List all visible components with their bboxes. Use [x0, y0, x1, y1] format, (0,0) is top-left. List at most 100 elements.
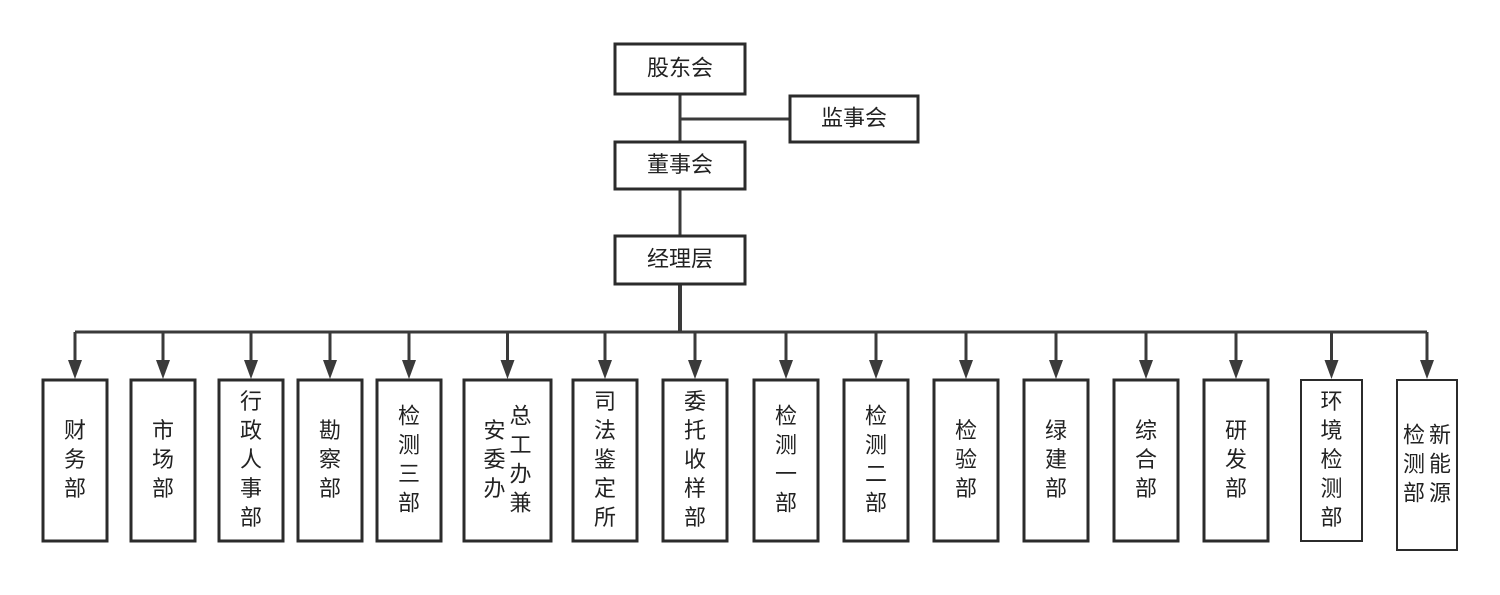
dept-label-char: 部 — [1135, 477, 1157, 502]
dept-label-green-building: 绿建部 — [1045, 419, 1067, 502]
dept-label-char: 合 — [1135, 448, 1157, 473]
dept-label-inspection: 检验部 — [955, 419, 977, 502]
dept-label-char: 检 — [398, 405, 420, 430]
dept-label-char: 收 — [684, 448, 706, 473]
dept-box-env-testing — [1300, 379, 1363, 542]
dept-label-char: 场 — [152, 448, 174, 473]
dept-label-entrusted-sampling: 委托收样部 — [684, 390, 706, 531]
dept-label-char: 办 — [483, 477, 505, 502]
dept-label-char: 验 — [955, 448, 977, 473]
dept-box-market — [129, 378, 197, 543]
dept-label-char: 一 — [775, 463, 797, 488]
dept-label-char: 部 — [775, 492, 797, 517]
node-label-supervisors: 监事会 — [821, 107, 887, 132]
dept-label-survey: 勘察部 — [319, 419, 341, 502]
dept-label-char: 绿 — [1045, 419, 1067, 444]
dept-box-general — [1112, 378, 1180, 543]
dept-box-rnd — [1202, 378, 1270, 543]
dept-box-survey — [296, 378, 364, 543]
dept-label-char: 环 — [1320, 390, 1342, 415]
arrowhead-testing-2 — [869, 360, 883, 379]
dept-label-char: 建 — [1045, 448, 1067, 473]
dept-label-char: 鉴 — [594, 448, 616, 473]
dept-label-char: 政 — [240, 419, 262, 444]
dept-label-chief-eng-office: 安委办总工办兼 — [483, 405, 531, 517]
dept-label-char: 检 — [775, 405, 797, 430]
arrowhead-rnd — [1229, 360, 1243, 379]
connector-layer — [68, 94, 1434, 379]
dept-label-char: 检 — [865, 405, 887, 430]
dept-label-testing-2: 检测二部 — [865, 405, 887, 517]
dept-label-testing-3: 检测三部 — [398, 405, 420, 517]
dept-label-char: 部 — [1403, 482, 1425, 507]
arrowhead-market — [156, 360, 170, 379]
arrowhead-new-energy-testing — [1420, 360, 1434, 379]
dept-label-char: 所 — [594, 506, 616, 531]
dept-label-char: 部 — [64, 477, 86, 502]
arrowhead-general — [1139, 360, 1153, 379]
arrowhead-entrusted-sampling — [688, 360, 702, 379]
dept-label-char: 部 — [1320, 506, 1342, 531]
dept-label-char: 样 — [684, 477, 706, 502]
arrowhead-inspection — [959, 360, 973, 379]
node-box-supervisors — [788, 94, 920, 144]
dept-box-finance — [41, 378, 109, 543]
node-box-board — [613, 140, 747, 191]
dept-label-char: 境 — [1320, 419, 1342, 444]
dept-label-char: 部 — [1045, 477, 1067, 502]
node-label-management: 经理层 — [647, 248, 713, 273]
dept-label-general: 综合部 — [1135, 419, 1157, 502]
dept-label-testing-1: 检测一部 — [775, 405, 797, 517]
dept-label-char: 测 — [398, 434, 420, 459]
dept-label-char: 财 — [64, 419, 86, 444]
dept-box-entrusted-sampling — [661, 378, 729, 543]
dept-label-rnd: 研发部 — [1225, 419, 1247, 502]
dept-box-admin-hr — [217, 378, 285, 543]
dept-label-char: 部 — [1225, 477, 1247, 502]
dept-label-char: 研 — [1225, 419, 1247, 444]
dept-label-char: 检 — [1320, 448, 1342, 473]
dept-label-char: 测 — [1403, 453, 1425, 478]
dept-label-char: 测 — [865, 434, 887, 459]
dept-label-char: 测 — [1320, 477, 1342, 502]
dept-label-char: 能 — [1429, 453, 1451, 478]
dept-box-testing-3 — [375, 378, 443, 543]
dept-label-char: 部 — [240, 506, 262, 531]
node-label-board: 董事会 — [647, 153, 713, 178]
dept-box-testing-2 — [842, 378, 910, 543]
dept-label-char: 察 — [319, 448, 341, 473]
dept-label-char: 务 — [64, 448, 86, 473]
arrowhead-survey — [323, 360, 337, 379]
dept-label-char: 二 — [865, 463, 887, 488]
dept-label-char: 市 — [152, 419, 174, 444]
node-label-shareholders: 股东会 — [647, 57, 713, 82]
dept-label-char: 委 — [483, 448, 505, 473]
dept-label-char: 部 — [955, 477, 977, 502]
dept-label-finance: 财务部 — [64, 419, 86, 502]
dept-label-char: 兼 — [509, 492, 531, 517]
dept-label-new-energy-testing: 检测部新能源 — [1403, 424, 1451, 507]
dept-label-char: 安 — [483, 419, 505, 444]
dept-label-char: 检 — [1403, 424, 1425, 449]
dept-label-char: 司 — [594, 390, 616, 415]
dept-label-char: 总 — [509, 405, 531, 430]
dept-box-forensic — [571, 378, 639, 543]
dept-label-char: 部 — [152, 477, 174, 502]
dept-label-admin-hr: 行政人事部 — [240, 390, 262, 531]
dept-label-char: 发 — [1225, 448, 1247, 473]
dept-box-green-building — [1022, 378, 1090, 543]
arrowhead-testing-3 — [402, 360, 416, 379]
arrowhead-finance — [68, 360, 82, 379]
dept-box-new-energy-testing — [1396, 379, 1458, 551]
dept-label-char: 定 — [594, 477, 616, 502]
dept-box-chief-eng-office — [462, 378, 553, 543]
dept-label-char: 部 — [865, 492, 887, 517]
dept-label-char: 新 — [1429, 424, 1451, 449]
node-box-shareholders — [613, 42, 747, 96]
arrowhead-forensic — [598, 360, 612, 379]
arrowhead-admin-hr — [244, 360, 258, 379]
dept-label-char: 三 — [398, 463, 420, 488]
arrowhead-chief-eng-office — [500, 360, 515, 379]
node-layer: 股东会监事会董事会经理层财务部市场部行政人事部勘察部检测三部安委办总工办兼司法鉴… — [41, 42, 1458, 551]
